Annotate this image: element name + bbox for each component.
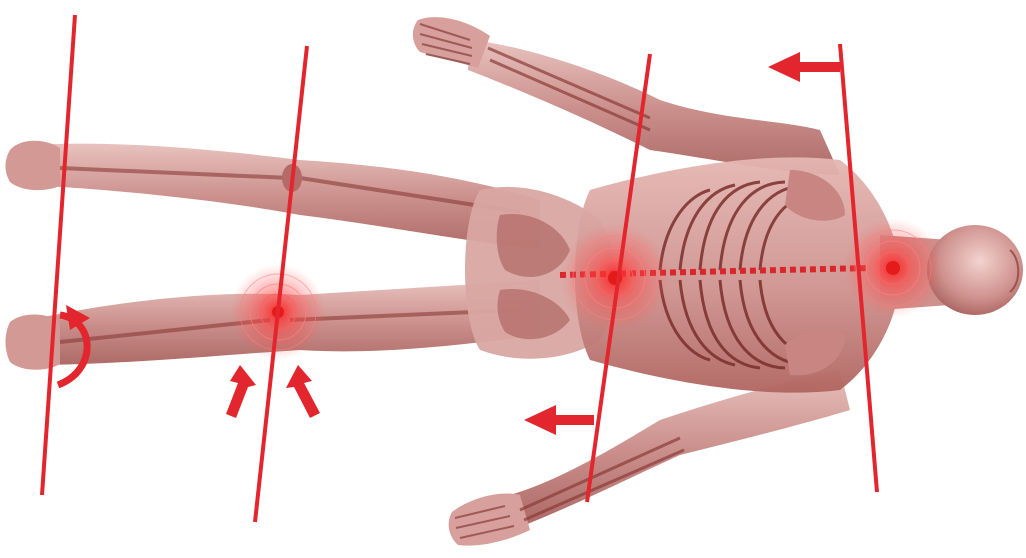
upper-arm-top xyxy=(413,17,840,175)
arrow-left-icon xyxy=(524,405,594,435)
arrow-up-left-icon xyxy=(286,365,320,418)
arrow-left-icon xyxy=(768,52,840,82)
top-leg xyxy=(6,141,541,250)
arrow-up-right-icon xyxy=(226,365,256,418)
lower-arm-bottom xyxy=(449,370,850,546)
alignment-line-feet xyxy=(42,15,75,495)
